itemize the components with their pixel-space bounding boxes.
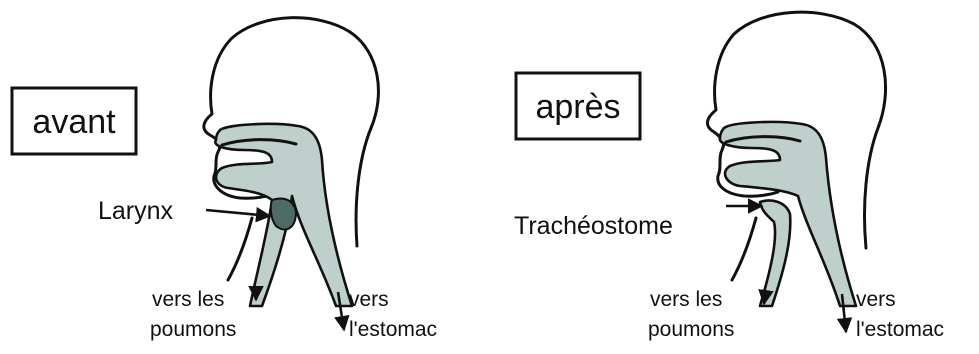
after-trachea <box>760 201 790 307</box>
after-to-lungs-line1: vers les <box>650 288 722 311</box>
larynx-pointer <box>206 210 270 216</box>
panel-after: après Trachéostome vers les poumons vers… <box>514 12 944 341</box>
before-label: avant <box>32 103 116 141</box>
before-to-lungs-line2: poumons <box>150 318 236 341</box>
larynx-label: Larynx <box>98 197 174 225</box>
before-throat <box>228 218 252 280</box>
after-label: après <box>535 88 620 126</box>
after-to-stomach-line1: vers <box>856 288 896 311</box>
before-to-stomach-line2: l'estomac <box>349 318 437 341</box>
after-throat <box>732 218 756 280</box>
after-to-lungs-line2: poumons <box>648 318 734 341</box>
tracheostome-label: Trachéostome <box>514 212 673 240</box>
before-to-stomach-line1: vers <box>349 288 389 311</box>
panel-before: avant Larynx vers les poumons vers l'est… <box>12 18 437 341</box>
after-to-stomach-line2: l'estomac <box>856 318 944 341</box>
before-to-lungs-line1: vers les <box>152 288 224 311</box>
larynx <box>271 199 296 230</box>
